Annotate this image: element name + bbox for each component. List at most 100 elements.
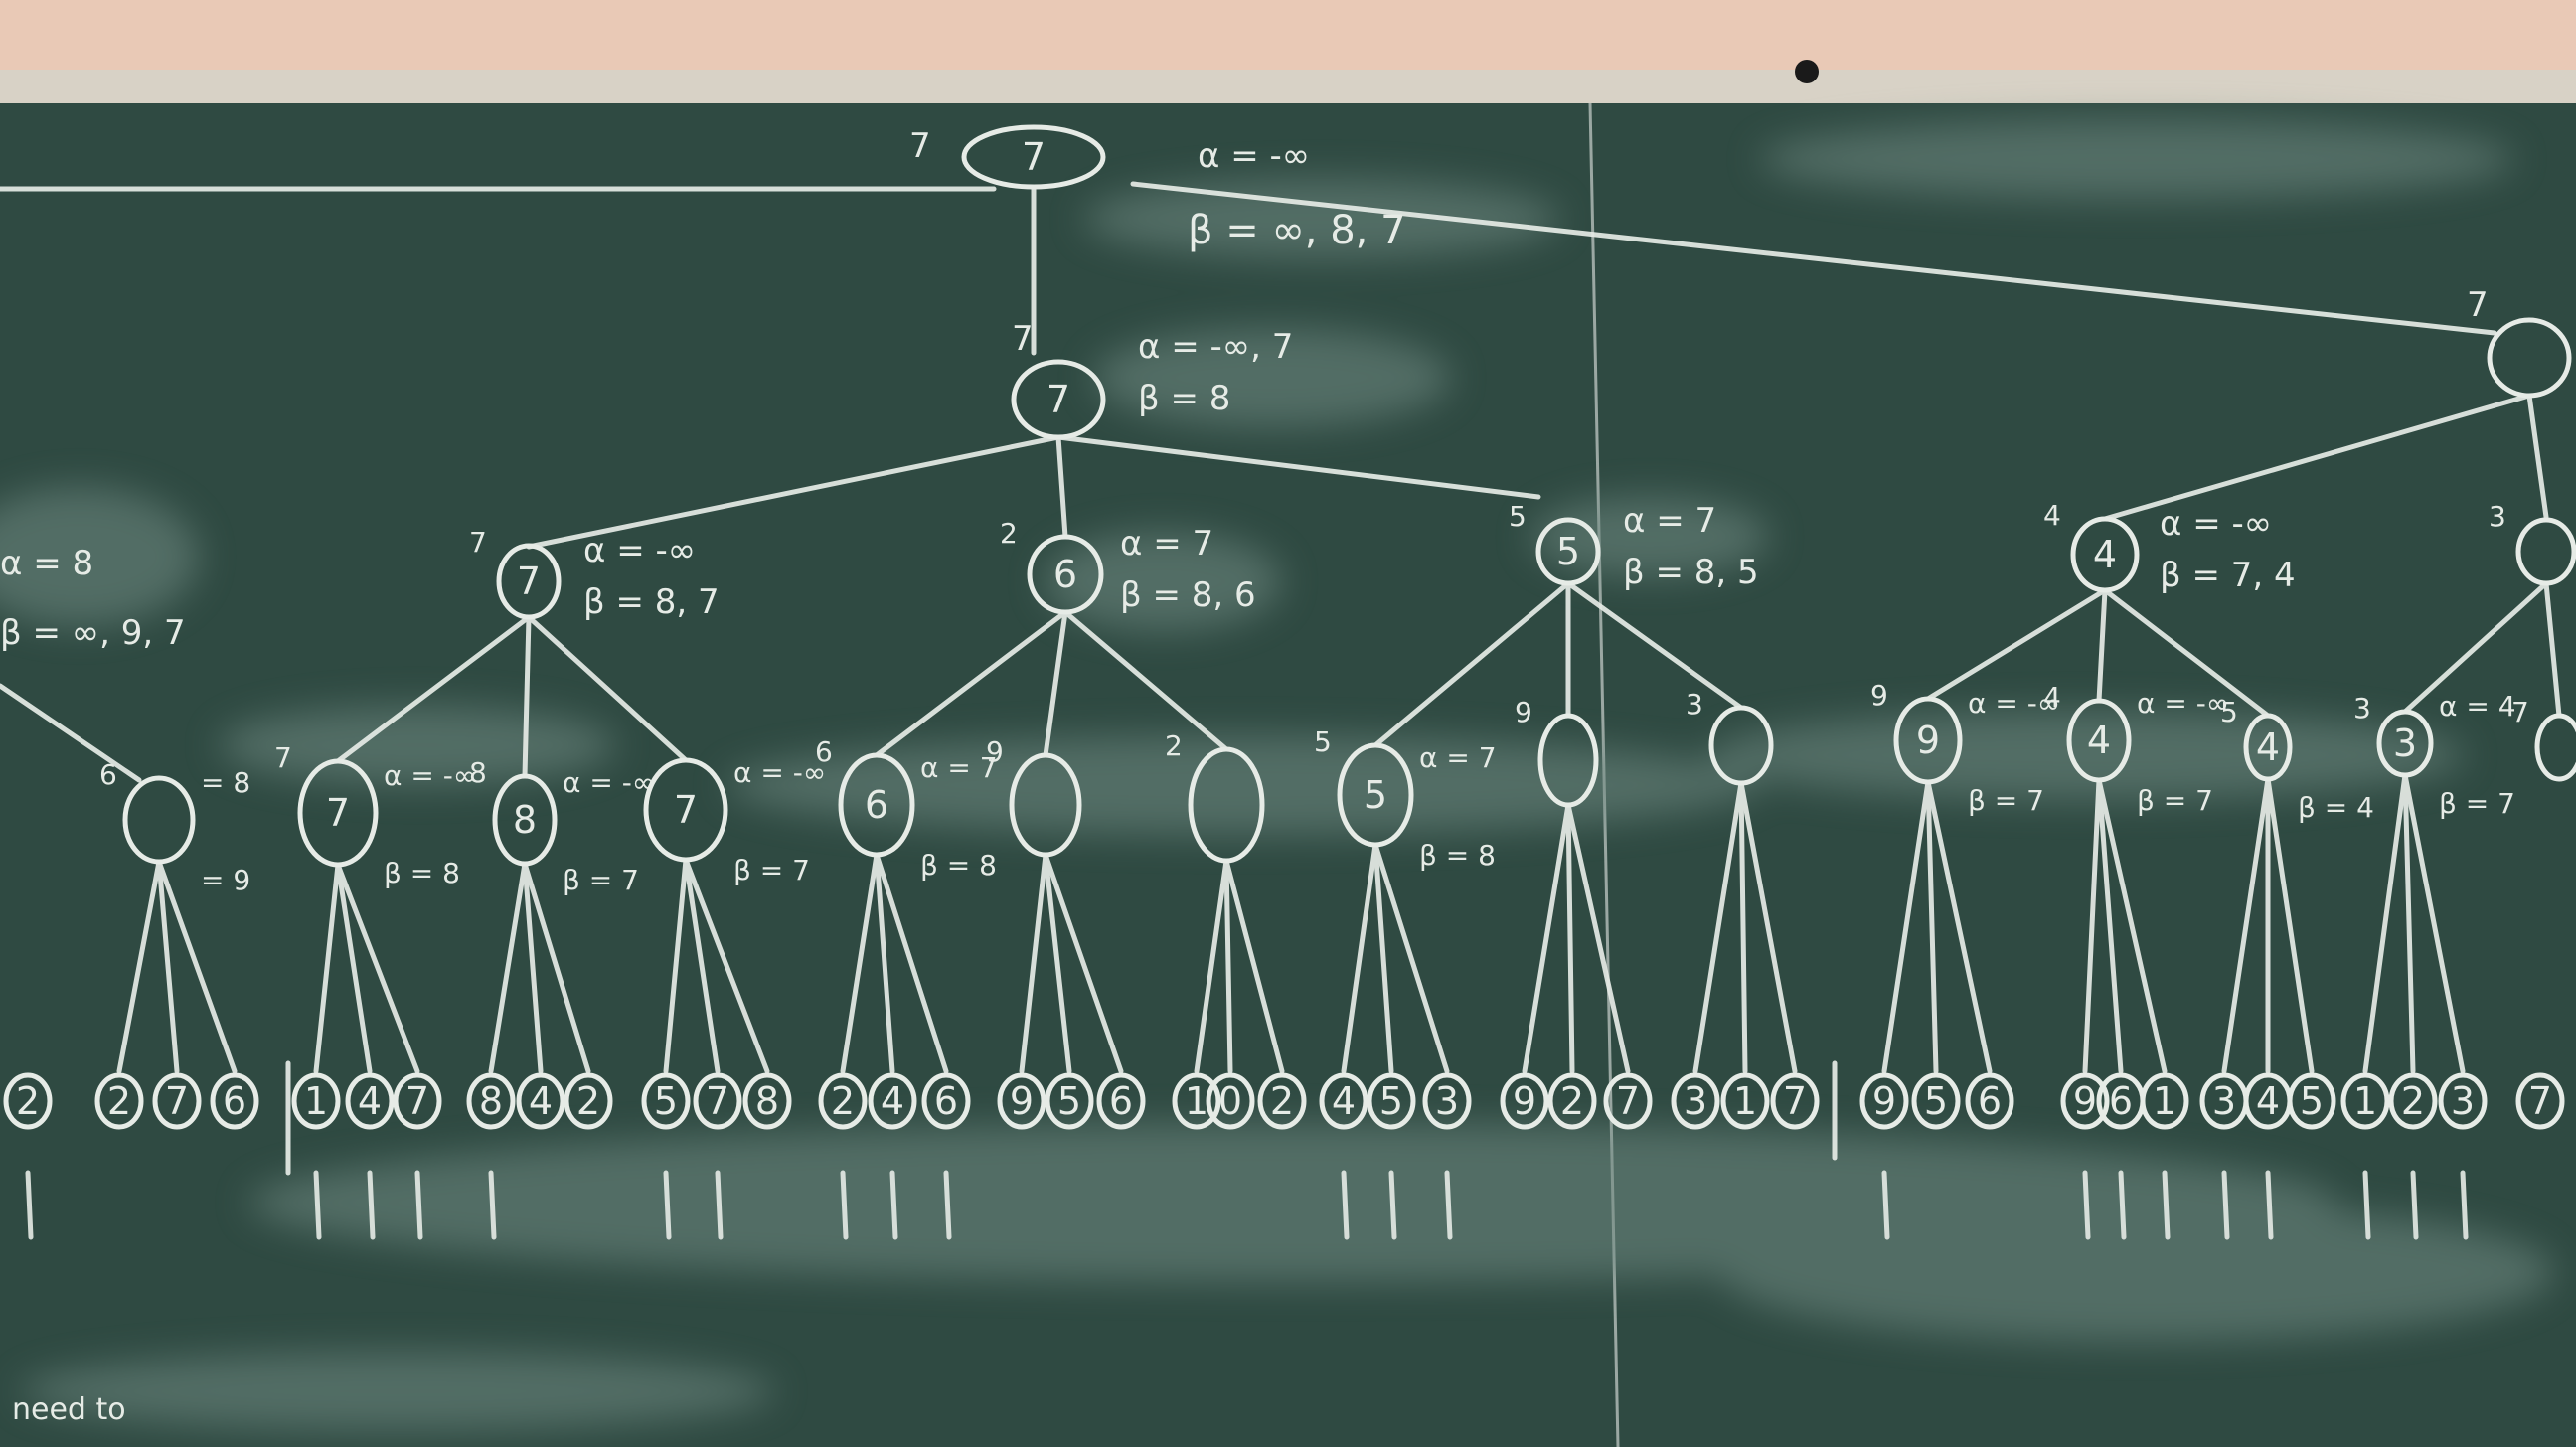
edge-l3-leaf-23 xyxy=(1341,842,1378,1074)
level3-node-4-value: 7 xyxy=(674,788,698,832)
edge-l3-leaf-22 xyxy=(1223,858,1285,1074)
leaf-node-41-value: 1 xyxy=(2353,1079,2377,1123)
level3-node-7: 2 xyxy=(1165,729,1265,864)
level3-node-4-note1: α = -∞ xyxy=(733,756,826,789)
level3-node-8-value: 5 xyxy=(1364,773,1387,817)
leaf-node-42: 2 xyxy=(2388,1072,2438,1130)
edge-l1-l2-2 xyxy=(1055,434,1068,540)
leaf-node-18-value: 5 xyxy=(1057,1079,1081,1123)
level2-node-2-value: 6 xyxy=(1053,553,1077,596)
level3-node-2-side-value: 7 xyxy=(274,741,292,774)
wall-hook xyxy=(1795,60,1819,83)
leaf-node-26: 9 xyxy=(1500,1072,1549,1130)
level2-node-4-value: 4 xyxy=(2093,533,2117,576)
left-partial-alpha-label: α = 8 xyxy=(0,544,93,583)
leaf-node-38-value: 3 xyxy=(2212,1079,2236,1123)
leaf-node-16-circle xyxy=(921,1072,971,1130)
leaf-node-44-value: 7 xyxy=(2528,1079,2552,1123)
level2-node-3-alpha-label: α = 7 xyxy=(1623,501,1716,541)
leaf-node-40: 5 xyxy=(2287,1072,2336,1130)
edge-l2-l3-7 xyxy=(1062,609,1229,752)
edge-l3-leaf-43 xyxy=(2402,772,2466,1074)
level3-node-12: 44 xyxy=(2043,681,2132,783)
level3-node-3-value: 8 xyxy=(513,798,537,842)
leaf-node-12-value: 7 xyxy=(706,1079,729,1123)
level2-node-4-circle xyxy=(2070,516,2140,593)
edge-l3-leaf-35 xyxy=(2082,777,2102,1074)
leaf-node-34-circle xyxy=(1965,1072,2014,1130)
level1-beta-label: β = 8 xyxy=(1138,379,1230,418)
level3-node-14-note2: β = 7 xyxy=(2439,787,2515,820)
leaf-node-21-circle xyxy=(1206,1072,1255,1130)
leaf-node-8-circle xyxy=(466,1072,516,1130)
level3-node-13-circle xyxy=(2243,713,2293,782)
level3-node-6: 9 xyxy=(986,735,1082,858)
tally-mark-1 xyxy=(25,1170,34,1240)
edge-l3-leaf-11 xyxy=(663,857,689,1074)
level3-node-13: 45 xyxy=(2220,696,2293,782)
leaf-node-37: 1 xyxy=(2140,1072,2189,1130)
edge-l3-leaf-12 xyxy=(683,857,721,1074)
tally-mark-18 xyxy=(2221,1170,2230,1240)
tally-mark-20 xyxy=(2362,1170,2371,1240)
leaf-node-4-value: 6 xyxy=(223,1079,246,1123)
leaf-node-14-circle xyxy=(818,1072,868,1130)
edge-l2-l3-10 xyxy=(1565,580,1744,711)
leaf-node-42-circle xyxy=(2388,1072,2438,1130)
leaf-node-6-circle xyxy=(345,1072,395,1130)
level3-node-12-note2: β = 7 xyxy=(2137,784,2213,817)
leaf-node-32-circle xyxy=(1859,1072,1909,1130)
edge-l1-l2-3 xyxy=(1055,434,1541,500)
level2-node-2-alpha-label: α = 7 xyxy=(1120,524,1213,563)
leaf-node-18-circle xyxy=(1045,1072,1094,1130)
leaf-node-29-value: 3 xyxy=(1684,1079,1707,1123)
level3-node-13-side-value: 5 xyxy=(2220,696,2238,728)
level1-alpha-label: α = -∞, 7 xyxy=(1138,327,1293,367)
leaf-node-39-value: 4 xyxy=(2256,1079,2280,1123)
leaf-node-1-circle xyxy=(3,1072,53,1130)
level3-node-3: 88 xyxy=(469,756,558,867)
board-top-frame xyxy=(0,70,2576,109)
level1-node-circle xyxy=(1011,359,1106,440)
edge-l3-leaf-20 xyxy=(1194,858,1229,1074)
level3-node-12-note1: α = -∞ xyxy=(2137,687,2229,720)
level3-node-3-circle xyxy=(492,773,558,867)
edge-l3-leaf-42 xyxy=(2402,772,2416,1074)
level2-node-2-side-value: 2 xyxy=(1000,517,1018,550)
edge-l3-leaf-21 xyxy=(1223,858,1233,1074)
edge-l3-leaf-8 xyxy=(488,861,528,1074)
level2-node-3-circle xyxy=(1535,517,1601,586)
tally-mark-13 xyxy=(1444,1170,1453,1240)
level3-node-8-note2: β = 8 xyxy=(1419,839,1496,872)
leaf-node-40-value: 5 xyxy=(2300,1079,2324,1123)
edge-l3-leaf-26 xyxy=(1522,802,1571,1074)
leaf-node-2-value: 2 xyxy=(107,1079,131,1123)
leaf-node-24: 5 xyxy=(1367,1072,1416,1130)
level3-node-14-circle xyxy=(2376,709,2434,778)
root-alpha-label: α = -∞ xyxy=(1198,136,1310,176)
level3-node-10-side-value: 3 xyxy=(1686,688,1703,721)
level3-node-2-value: 7 xyxy=(326,791,350,835)
level1-node-value: 7 xyxy=(1046,378,1070,421)
leaf-node-15: 4 xyxy=(868,1072,917,1130)
leaf-node-8: 8 xyxy=(466,1072,516,1130)
leaf-node-44-circle xyxy=(2515,1072,2565,1130)
leaf-node-5: 1 xyxy=(291,1072,341,1130)
leaf-node-21: 0 xyxy=(1206,1072,1255,1130)
level3-node-8-note1: α = 7 xyxy=(1419,741,1497,774)
leaf-node-25-circle xyxy=(1422,1072,1472,1130)
leaf-node-7: 7 xyxy=(393,1072,442,1130)
level3-node-14-side-value: 3 xyxy=(2353,692,2371,724)
leaf-node-22: 2 xyxy=(1257,1072,1307,1130)
edge-l3-leaf-16 xyxy=(874,852,949,1074)
leaf-node-30-value: 1 xyxy=(1733,1079,1757,1123)
edge-r-l2-5 xyxy=(2526,393,2549,520)
leaf-node-27: 2 xyxy=(1547,1072,1597,1130)
leaf-node-11-value: 5 xyxy=(654,1079,678,1123)
leaf-node-37-circle xyxy=(2140,1072,2189,1130)
level2-node-2: 62 xyxy=(1000,517,1104,615)
leaf-node-2: 2 xyxy=(94,1072,144,1130)
level3-node-11: 99 xyxy=(1870,679,1963,785)
level3-node-10-circle xyxy=(1708,705,1774,786)
